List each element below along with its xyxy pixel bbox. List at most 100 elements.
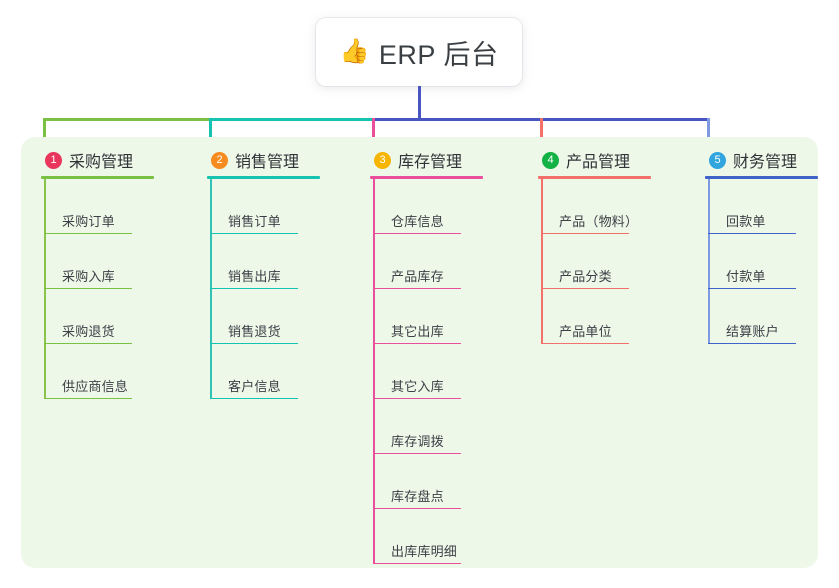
module-item[interactable]: 销售退货: [210, 289, 356, 344]
module-item[interactable]: 采购订单: [44, 179, 190, 234]
root-node-card[interactable]: 👍 ERP 后台: [316, 18, 522, 86]
module-item[interactable]: 其它出库: [373, 289, 519, 344]
module-header-2[interactable]: 2 销售管理: [196, 141, 356, 179]
module-item[interactable]: 其它入库: [373, 344, 519, 399]
module-header-rule-2: [207, 176, 320, 179]
module-item[interactable]: 仓库信息: [373, 179, 519, 234]
module-item-label: 其它入库: [391, 379, 444, 394]
module-column-4: 4 产品管理产品（物料） 产品分类产品单位: [527, 141, 687, 344]
module-item-label: 销售订单: [228, 214, 281, 229]
module-spine-5: [708, 179, 710, 344]
module-item-label: 库存调拨: [391, 434, 444, 449]
module-item[interactable]: 产品分类: [541, 234, 687, 289]
root-drop-line: [418, 86, 421, 121]
module-item-label: 供应商信息: [62, 379, 129, 394]
module-column-5: 5 财务管理回款单付款单结算账户: [694, 141, 839, 344]
module-spine-3: [373, 179, 375, 564]
module-item[interactable]: 出库库明细: [373, 509, 519, 564]
module-item-rule: [708, 342, 796, 344]
module-spine-2: [210, 179, 212, 399]
module-item[interactable]: 库存调拨: [373, 399, 519, 454]
module-item-label: 产品分类: [559, 269, 612, 284]
module-item-rule: [373, 452, 461, 454]
module-item-rule: [210, 397, 298, 399]
module-item[interactable]: 供应商信息: [44, 344, 190, 399]
module-item-label: 客户信息: [228, 379, 281, 394]
module-item-rule: [44, 342, 132, 344]
module-item-rule: [373, 562, 461, 564]
module-item[interactable]: 产品（物料）: [541, 179, 687, 234]
module-item[interactable]: 采购退货: [44, 289, 190, 344]
modules-panel: [21, 137, 818, 568]
module-item-label: 产品单位: [559, 324, 612, 339]
module-item-list-1: 采购订单采购入库采购退货供应商信息: [44, 179, 190, 399]
module-item[interactable]: 客户信息: [210, 344, 356, 399]
module-badge-1: 1: [45, 151, 62, 169]
module-item[interactable]: 销售订单: [210, 179, 356, 234]
module-badge-2: 2: [211, 151, 228, 169]
module-item[interactable]: 产品单位: [541, 289, 687, 344]
module-item-label: 回款单: [726, 214, 766, 229]
module-header-rule-3: [370, 176, 483, 179]
module-item[interactable]: 付款单: [708, 234, 839, 289]
module-item-rule: [210, 232, 298, 234]
module-item-list-4: 产品（物料） 产品分类产品单位: [541, 179, 687, 344]
module-item-label: 销售退货: [228, 324, 281, 339]
module-header-4[interactable]: 4 产品管理: [527, 141, 687, 179]
module-spine-1: [44, 179, 46, 399]
module-item-rule: [210, 342, 298, 344]
module-item-rule: [373, 232, 461, 234]
module-badge-3: 3: [374, 151, 391, 169]
module-item-label: 其它出库: [391, 324, 444, 339]
module-header-1[interactable]: 1 采购管理: [30, 141, 190, 179]
module-item-list-3: 仓库信息产品库存其它出库其它入库库存调拨库存盘点出库库明细: [373, 179, 519, 564]
module-item-rule: [210, 287, 298, 289]
module-item-label: 采购订单: [62, 214, 115, 229]
module-spine-4: [541, 179, 543, 344]
module-title-3: 库存管理: [398, 154, 463, 171]
module-item-list-5: 回款单付款单结算账户: [708, 179, 839, 344]
module-item-label: 出库库明细: [391, 544, 458, 559]
module-item-label: 产品库存: [391, 269, 444, 284]
module-title-5: 财务管理: [733, 154, 798, 171]
module-item[interactable]: 产品库存: [373, 234, 519, 289]
module-item[interactable]: 采购入库: [44, 234, 190, 289]
module-item[interactable]: 结算账户: [708, 289, 839, 344]
module-item-label: 销售出库: [228, 269, 281, 284]
module-title-4: 产品管理: [566, 154, 631, 171]
module-column-1: 1 采购管理采购订单采购入库采购退货供应商信息: [30, 141, 190, 399]
module-item-label: 库存盘点: [391, 489, 444, 504]
module-item-label: 结算账户: [726, 324, 779, 339]
bus-segment-green: [43, 118, 211, 121]
module-item-rule: [373, 507, 461, 509]
module-item-rule: [44, 287, 132, 289]
root-title-text: ERP 后台: [378, 39, 499, 70]
module-header-5[interactable]: 5 财务管理: [694, 141, 839, 179]
module-item-rule: [541, 232, 629, 234]
module-column-3: 3 库存管理仓库信息产品库存其它出库其它入库库存调拨库存盘点出库库明细: [359, 141, 519, 564]
module-badge-5: 5: [709, 151, 726, 169]
module-item-label: 付款单: [726, 269, 766, 284]
module-item-rule: [541, 342, 629, 344]
module-item-rule: [44, 397, 132, 399]
module-item[interactable]: 销售出库: [210, 234, 356, 289]
module-header-rule-4: [538, 176, 651, 179]
module-header-3[interactable]: 3 库存管理: [359, 141, 519, 179]
module-item-rule: [44, 232, 132, 234]
module-title-1: 采购管理: [69, 154, 134, 171]
module-item[interactable]: 回款单: [708, 179, 839, 234]
module-item-rule: [541, 287, 629, 289]
module-column-2: 2 销售管理销售订单销售出库销售退货客户信息: [196, 141, 356, 399]
module-title-2: 销售管理: [235, 154, 300, 171]
page-title: 👍 ERP 后台: [340, 33, 499, 72]
module-item-label: 产品（物料）: [559, 214, 639, 229]
module-item-list-2: 销售订单销售出库销售退货客户信息: [210, 179, 356, 399]
module-badge-4: 4: [542, 151, 559, 169]
module-header-rule-5: [705, 176, 818, 179]
module-item-rule: [373, 287, 461, 289]
module-item-label: 采购退货: [62, 324, 115, 339]
module-item-rule: [373, 397, 461, 399]
module-item[interactable]: 库存盘点: [373, 454, 519, 509]
module-item-rule: [708, 232, 796, 234]
